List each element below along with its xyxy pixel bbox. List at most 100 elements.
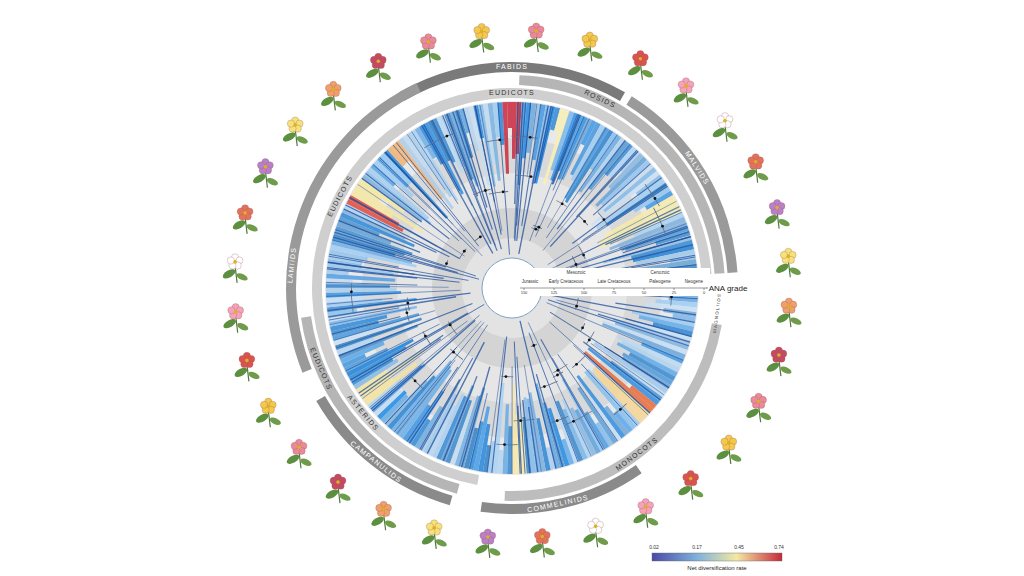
- flower-leaf: [384, 519, 397, 530]
- tree-branch: [527, 104, 537, 178]
- flower-leaf: [576, 46, 592, 59]
- flower-leaf: [364, 67, 380, 80]
- node-dot: [572, 420, 575, 423]
- node-dot: [406, 311, 409, 314]
- flower-leaf: [725, 130, 738, 141]
- node-dot: [502, 190, 505, 193]
- flower-leaf: [324, 488, 340, 501]
- tree-branch: [550, 151, 638, 246]
- flower-leaf: [434, 538, 447, 549]
- flower-leaf: [763, 213, 779, 226]
- node-dot: [414, 380, 417, 383]
- flower-petal: [330, 477, 337, 484]
- flower-center: [775, 206, 779, 210]
- tree-branch: [480, 105, 502, 231]
- tree-branch: [553, 117, 584, 191]
- time-label: 150: [520, 291, 529, 295]
- tree-connector: [550, 416, 568, 423]
- node-dot: [575, 305, 578, 308]
- tree-branch: [453, 112, 493, 230]
- tree-branch: [327, 268, 459, 283]
- tree-branch: [462, 367, 490, 467]
- tree-connector: [489, 191, 508, 195]
- tree-branch: [547, 303, 684, 361]
- node-dot: [583, 220, 586, 223]
- tree-connector: [539, 381, 558, 389]
- tree-branch: [498, 103, 510, 255]
- rate-wedge: [326, 288, 396, 293]
- tree-connector: [424, 133, 455, 149]
- tree-branch: [385, 152, 482, 256]
- clade-band: [316, 396, 452, 505]
- time-label: Neogene: [684, 280, 704, 285]
- node-dot: [575, 363, 578, 366]
- flower-petal: [474, 27, 481, 34]
- tree-branch: [350, 197, 460, 259]
- tree-branch: [334, 235, 418, 260]
- tree-connector: [501, 376, 513, 377]
- tree-branch: [475, 106, 495, 203]
- tree-branch: [556, 207, 679, 267]
- tree-branch: [553, 115, 580, 184]
- tree-connector: [473, 189, 490, 195]
- rate-wedge: [534, 106, 555, 184]
- tree-branch: [591, 343, 664, 395]
- time-label: Late Cretaceous: [596, 280, 631, 285]
- flower-leaf: [420, 533, 436, 546]
- tree-branch: [332, 317, 401, 335]
- flower-petal: [228, 307, 235, 314]
- flower-leaf: [729, 453, 742, 464]
- flower-leaf: [415, 47, 431, 60]
- flower-petal: [421, 37, 428, 44]
- flower-leaf: [429, 52, 442, 63]
- tree-connector: [450, 349, 463, 360]
- tree-branch: [333, 237, 458, 272]
- flower-center: [377, 60, 381, 64]
- flower-leaf: [715, 448, 731, 461]
- node-dot: [537, 226, 540, 229]
- tree-connector: [586, 331, 594, 344]
- tree-connector: [511, 136, 538, 139]
- flower-center: [432, 526, 436, 530]
- flower-petal: [291, 442, 298, 449]
- flower-illustration: [364, 53, 392, 82]
- tree-branch: [373, 165, 459, 241]
- time-axis-ground: [520, 268, 710, 296]
- flower-leaf: [221, 267, 237, 280]
- tree-branch: [547, 128, 606, 228]
- tree-branch: [346, 205, 450, 257]
- tree-branch: [328, 297, 456, 317]
- tree-branch: [327, 298, 393, 304]
- tree-connector: [474, 235, 483, 241]
- time-label: 25: [671, 291, 677, 295]
- tree-branch: [557, 140, 625, 229]
- tree-branch: [631, 257, 695, 268]
- node-dot: [556, 369, 559, 372]
- tree-branch: [543, 144, 630, 250]
- tree-connector: [448, 321, 457, 334]
- flower-center: [267, 404, 271, 408]
- tree-branch: [397, 360, 456, 434]
- flower-petal: [633, 54, 640, 61]
- tree-connector: [645, 184, 660, 206]
- flower-leaf: [295, 135, 308, 146]
- flower-leaf: [711, 126, 727, 139]
- node-dot: [406, 302, 409, 305]
- node-dot: [446, 135, 449, 138]
- tree-branch: [615, 303, 696, 315]
- node-dot: [661, 225, 664, 228]
- time-axis: [520, 288, 706, 289]
- flower-leaf: [379, 71, 392, 82]
- tree-branch: [536, 119, 590, 237]
- flower-leaf: [233, 366, 249, 379]
- tree-branch: [548, 295, 695, 323]
- flower-leaf: [677, 484, 693, 497]
- tree-branch: [407, 367, 458, 442]
- tree-branch: [328, 262, 444, 278]
- flower-illustration: [528, 528, 556, 557]
- tree-branch: [412, 132, 459, 205]
- flower-center: [234, 310, 238, 314]
- flower-illustration: [468, 23, 496, 52]
- tree-branch: [362, 321, 467, 399]
- tree-branch: [339, 221, 421, 253]
